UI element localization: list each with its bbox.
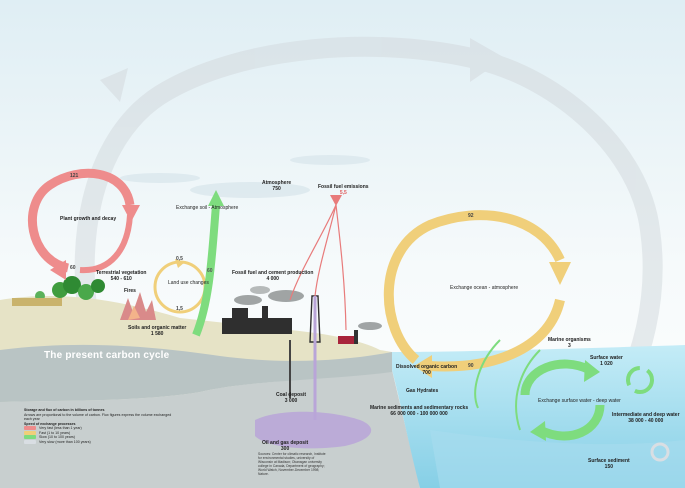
plant-growth-label: Plant growth and decay xyxy=(60,216,117,222)
surface-water-label: Surface water 1 020 xyxy=(590,355,623,367)
legend-heading: Storage and flux of carbon in billions o… xyxy=(24,408,105,412)
legend-swatch xyxy=(24,435,36,440)
plant-flux-top: 121 xyxy=(70,173,79,179)
deep-water xyxy=(430,430,685,488)
sources-note: Sources: Center for climatic research, I… xyxy=(258,452,326,476)
soils-label: Soils and organic matter 1 580 xyxy=(128,325,187,337)
legend-item-very-fast: Very fast (less than 1 year) xyxy=(24,426,174,431)
legend-swatch xyxy=(24,430,36,435)
legend-note: Arrows are proportional to the volume of… xyxy=(24,412,172,422)
grey-arrowhead-top xyxy=(470,38,505,82)
cement-plant xyxy=(338,322,382,344)
factory xyxy=(222,286,304,334)
ocean-exchange-cycle xyxy=(383,210,571,378)
fossil-cement-label: Fossil fuel and cement production 4 000 xyxy=(232,270,314,282)
rock-layer xyxy=(0,344,392,402)
land-use-label: Land use changes xyxy=(168,280,209,286)
surface-water-cycle xyxy=(626,366,654,394)
legend-swatch xyxy=(24,439,36,444)
oil-gas-deposit xyxy=(255,411,372,449)
legend-speed-heading: Speed of exchange processes xyxy=(24,421,76,426)
legend-item-very-slow: Very slow (more than 100 years) xyxy=(24,440,174,445)
diagram-title: The present carbon cycle xyxy=(44,350,170,361)
ocean-flux-bottom: 90 xyxy=(468,363,474,369)
fossil-emissions-label: Fossil fuel emissions 5,5 xyxy=(318,184,369,196)
crop-field xyxy=(12,298,62,306)
gas-hydrates-label: Gas Hydrates xyxy=(406,388,439,394)
clouds xyxy=(120,155,370,198)
exchange-deep-label: Exchange surface water - deep water xyxy=(538,398,621,404)
marine-sediments-label: Marine sediments and sedimentary rocks 6… xyxy=(370,405,469,417)
sediment-cycle xyxy=(650,442,670,462)
dissolved-label: Dissolved organic carbon 700 xyxy=(396,364,458,376)
forest xyxy=(12,276,105,306)
deep-water-cycle xyxy=(520,359,605,441)
land-use-bottom: 1,5 xyxy=(176,306,183,312)
grey-arc-left xyxy=(74,36,483,353)
legend-item-fast: Fast (1 to 10 years) xyxy=(24,431,174,436)
coal-shaft xyxy=(289,340,291,398)
exchange-soil-label: Exchange soil - Atmosphere xyxy=(176,205,239,211)
plant-growth-cycle xyxy=(27,168,140,280)
legend-item-slow: Slow (10 to 100 years) xyxy=(24,435,174,440)
fires xyxy=(120,292,156,320)
ocean-flux-top: 92 xyxy=(468,213,474,219)
atmosphere-label: Atmosphere 750 xyxy=(262,180,292,192)
intermediate-label: Intermediate and deep water 38 000 - 40 … xyxy=(612,412,680,424)
exchange-ocean-label: Exchange ocean - atmosphere xyxy=(450,285,519,291)
terrestrial-label: Terrestrial vegetation 540 - 610 xyxy=(96,270,147,282)
legend-swatch xyxy=(24,426,36,431)
legend: Storage and flux of carbon in billions o… xyxy=(24,408,174,444)
soil-exchange-arrow xyxy=(192,190,224,337)
grey-arrowhead-left xyxy=(100,68,128,102)
plant-flux-bottom: 60 xyxy=(70,265,76,271)
surface-sediment-label: Surface sediment 150 xyxy=(588,458,630,470)
soil-flux-value: 60 xyxy=(207,268,213,274)
fires-label: Fires xyxy=(124,288,136,294)
marine-organisms-label: Marine organisms 3 xyxy=(548,337,591,349)
oil-rig xyxy=(309,295,321,420)
coal-label: Coal deposit 3 000 xyxy=(276,392,307,404)
marine-organism-arrows xyxy=(474,339,541,431)
fossil-emission-arrows xyxy=(289,195,347,331)
oil-gas-label: Oil and gas deposit 300 xyxy=(262,440,309,452)
land-use-top: 0,5 xyxy=(176,256,183,262)
